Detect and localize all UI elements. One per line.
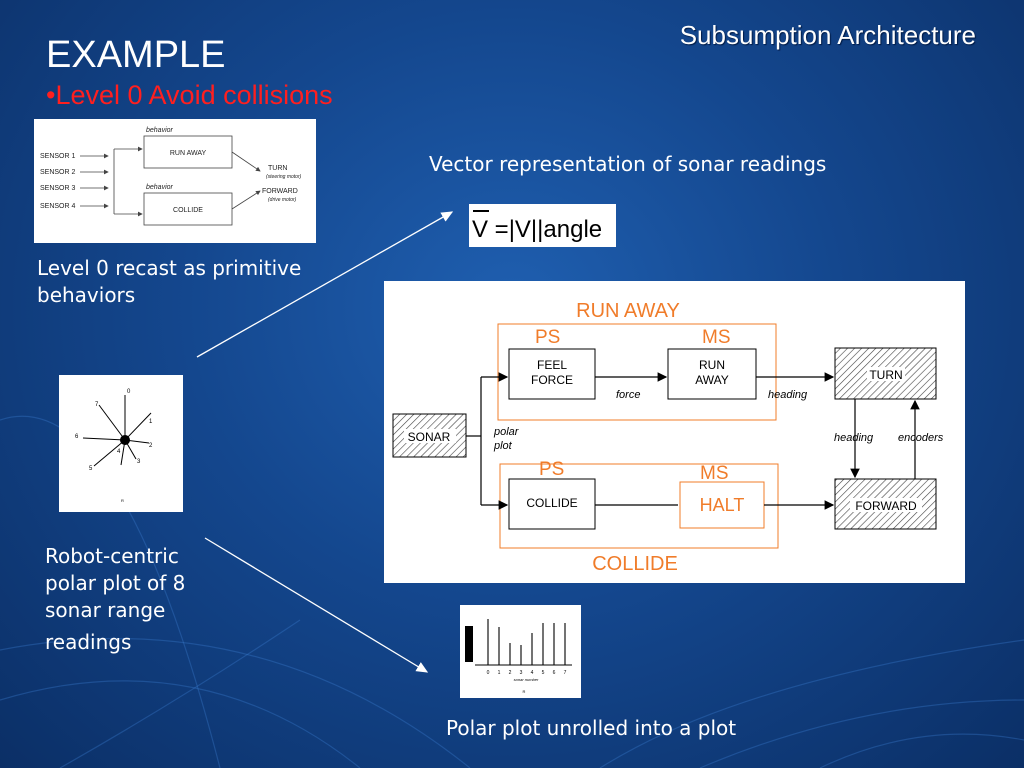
subtitle-text: Level 0 Avoid collisions: [55, 80, 333, 110]
caption-robot-centric-text: Robot-centric polar plot of 8 sonar rang…: [45, 544, 186, 622]
unrolled-tick-6: 6: [553, 670, 556, 676]
polar-plot-svg: 0 1 2 3 4 5 6 7 R: [75, 389, 153, 503]
collide-title: COLLIDE: [592, 553, 678, 575]
unrolled-tick-1: 1: [498, 670, 501, 676]
run-away-box-line1: RUN: [699, 358, 725, 372]
ps-top-label: PS: [535, 327, 560, 348]
arrow-to-vector: [196, 211, 454, 358]
encoders-label: encoders: [898, 432, 944, 444]
unrolled-plot-svg: 0 1 2 3 4 5 6 7 sonar number R: [465, 619, 572, 694]
collide-box-label: COLLIDE: [526, 496, 577, 510]
polar-label-4: 4: [117, 449, 121, 455]
caption-unrolled: Polar plot unrolled into a plot: [446, 716, 737, 740]
unrolled-sub-label: R: [523, 689, 526, 694]
level0-diagram-svg: SENSOR 1 SENSOR 2 SENSOR 3 SENSOR 4 beha…: [40, 127, 302, 226]
run-away-box-line2: AWAY: [695, 373, 729, 387]
polar-edge-label-1: polar: [493, 426, 520, 438]
unrolled-tick-2: 2: [509, 670, 512, 676]
halt-label: HALT: [700, 495, 745, 515]
caption-level0-recast: Level 0 recast as primitive behaviors: [37, 256, 302, 307]
force-edge-label: force: [616, 389, 640, 401]
behavior-diagram-svg: RUN AWAY COLLIDE PS MS PS MS FEEL FORCE …: [392, 300, 944, 575]
forward-label: FORWARD: [262, 188, 298, 195]
polar-label-0: 0: [127, 389, 131, 395]
sonar-label: SONAR: [408, 430, 451, 444]
ps-bottom-label: PS: [539, 459, 564, 480]
run-away-label: RUN AWAY: [170, 150, 207, 157]
header-title: Subsumption Architecture: [679, 20, 976, 50]
feel-force-line1: FEEL: [537, 358, 567, 372]
caption-robot-centric: Robot-centric polar plot of 8 sonar rang…: [45, 543, 220, 656]
heading-edge-label: heading: [768, 389, 808, 401]
slide-title: EXAMPLE: [46, 34, 226, 76]
turn-label: TURN: [268, 165, 287, 172]
feel-force-box: [508, 348, 596, 400]
polar-label-6: 6: [75, 434, 79, 440]
unrolled-marker: [465, 626, 473, 662]
vector-formula-svg: V =|V||angle: [472, 210, 602, 243]
unrolled-axis-label: sonar number: [514, 677, 539, 682]
polar-label-3: 3: [137, 459, 141, 465]
vector-formula: V =|V||angle: [469, 204, 616, 247]
polar-label-2: 2: [149, 443, 153, 449]
sensor-3-label: SENSOR 3: [40, 185, 76, 192]
unrolled-tick-0: 0: [487, 670, 490, 676]
feel-force-line2: FORCE: [531, 373, 573, 387]
level0-diagram: SENSOR 1 SENSOR 2 SENSOR 3 SENSOR 4 beha…: [34, 119, 316, 243]
ms-bottom-label: MS: [700, 463, 729, 484]
unrolled-tick-7: 7: [564, 670, 567, 676]
turn-box-label: TURN: [869, 368, 902, 382]
run-away-group-frame: [497, 323, 777, 421]
polar-origin-label: R: [121, 498, 124, 503]
polar-label-1: 1: [149, 419, 153, 425]
caption-robot-centric-last: readings: [45, 630, 132, 654]
forward-box-label: FORWARD: [855, 499, 917, 513]
collide-box: [508, 478, 596, 530]
sensor-4-label: SENSOR 4: [40, 203, 76, 210]
behavior-label-bottom: behavior: [146, 184, 174, 191]
behavior-label-top: behavior: [146, 127, 174, 134]
polar-edge-label-2: plot: [493, 440, 513, 452]
arrow-to-unrolled: [204, 537, 429, 673]
slide-subtitle: •Level 0 Avoid collisions: [46, 80, 333, 111]
run-away-box: [667, 348, 757, 400]
unrolled-plot: 0 1 2 3 4 5 6 7 sonar number R: [460, 605, 581, 698]
unrolled-tick-5: 5: [542, 670, 545, 676]
collide-label: COLLIDE: [173, 207, 203, 214]
bullet: •: [46, 80, 56, 110]
sensor-2-label: SENSOR 2: [40, 169, 76, 176]
behavior-diagram: RUN AWAY COLLIDE PS MS PS MS FEEL FORCE …: [384, 281, 965, 583]
polar-label-7: 7: [95, 402, 99, 408]
turn-sub-label: (steering motor): [266, 174, 302, 180]
robot-center: [120, 435, 130, 445]
heading-side-label: heading: [834, 432, 874, 444]
run-away-title: RUN AWAY: [576, 300, 680, 322]
ms-top-label: MS: [702, 327, 731, 348]
polar-plot: 0 1 2 3 4 5 6 7 R: [59, 375, 183, 512]
forward-sub-label: (drive motor): [268, 197, 297, 203]
unrolled-tick-4: 4: [531, 670, 534, 676]
formula-text: V =|V||angle: [472, 216, 602, 243]
unrolled-tick-3: 3: [520, 670, 523, 676]
polar-label-5: 5: [89, 466, 93, 472]
sensor-1-label: SENSOR 1: [40, 153, 76, 160]
caption-vector-representation: Vector representation of sonar readings: [429, 152, 827, 176]
halt-box: [679, 481, 765, 529]
